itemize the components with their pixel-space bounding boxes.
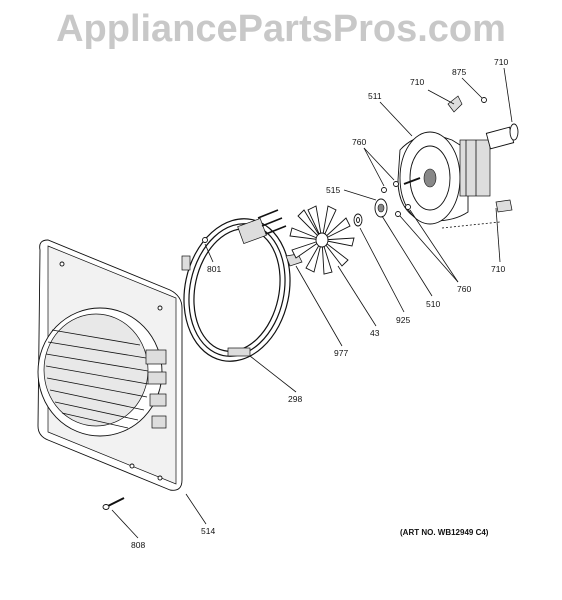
callout-labels: 710 875 710 511 760 515 801 710 760 510 … [131, 57, 508, 550]
clip-part-710-upper [447, 95, 463, 113]
callout-760-upper: 760 [352, 137, 366, 147]
callout-514: 514 [201, 526, 215, 536]
callout-710-top-right: 710 [494, 57, 508, 67]
gasket-part-510 [374, 198, 388, 218]
clip-part-710-lower [495, 199, 513, 213]
heating-element-part-298 [181, 209, 291, 362]
screws-part-760 [381, 181, 411, 217]
watermark: AppliancePartsPros.com [56, 8, 506, 50]
fan-blade-part-43 [289, 205, 355, 275]
callout-515: 515 [326, 185, 340, 195]
screw-part-808 [102, 497, 125, 510]
callout-511: 511 [368, 91, 382, 101]
art-number: (ART NO. WB12949 C4) [400, 528, 489, 537]
screw-part-801 [202, 237, 208, 243]
callout-710-top-left: 710 [410, 77, 424, 87]
washer-part-925 [353, 213, 363, 227]
callout-925: 925 [396, 315, 410, 325]
leader-lines [111, 67, 513, 539]
motor-part-511 [397, 123, 519, 229]
back-panel-part-514 [37, 239, 183, 491]
back-panel-grille [45, 329, 149, 429]
callout-298: 298 [288, 394, 302, 404]
callout-977: 977 [334, 348, 348, 358]
callout-43: 43 [370, 328, 380, 338]
screw-part-875 [481, 97, 487, 103]
callout-710-lower: 710 [491, 264, 505, 274]
callout-760-lower: 760 [457, 284, 471, 294]
callout-801: 801 [207, 264, 221, 274]
callout-808: 808 [131, 540, 145, 550]
callout-875: 875 [452, 67, 466, 77]
callout-510: 510 [426, 299, 440, 309]
